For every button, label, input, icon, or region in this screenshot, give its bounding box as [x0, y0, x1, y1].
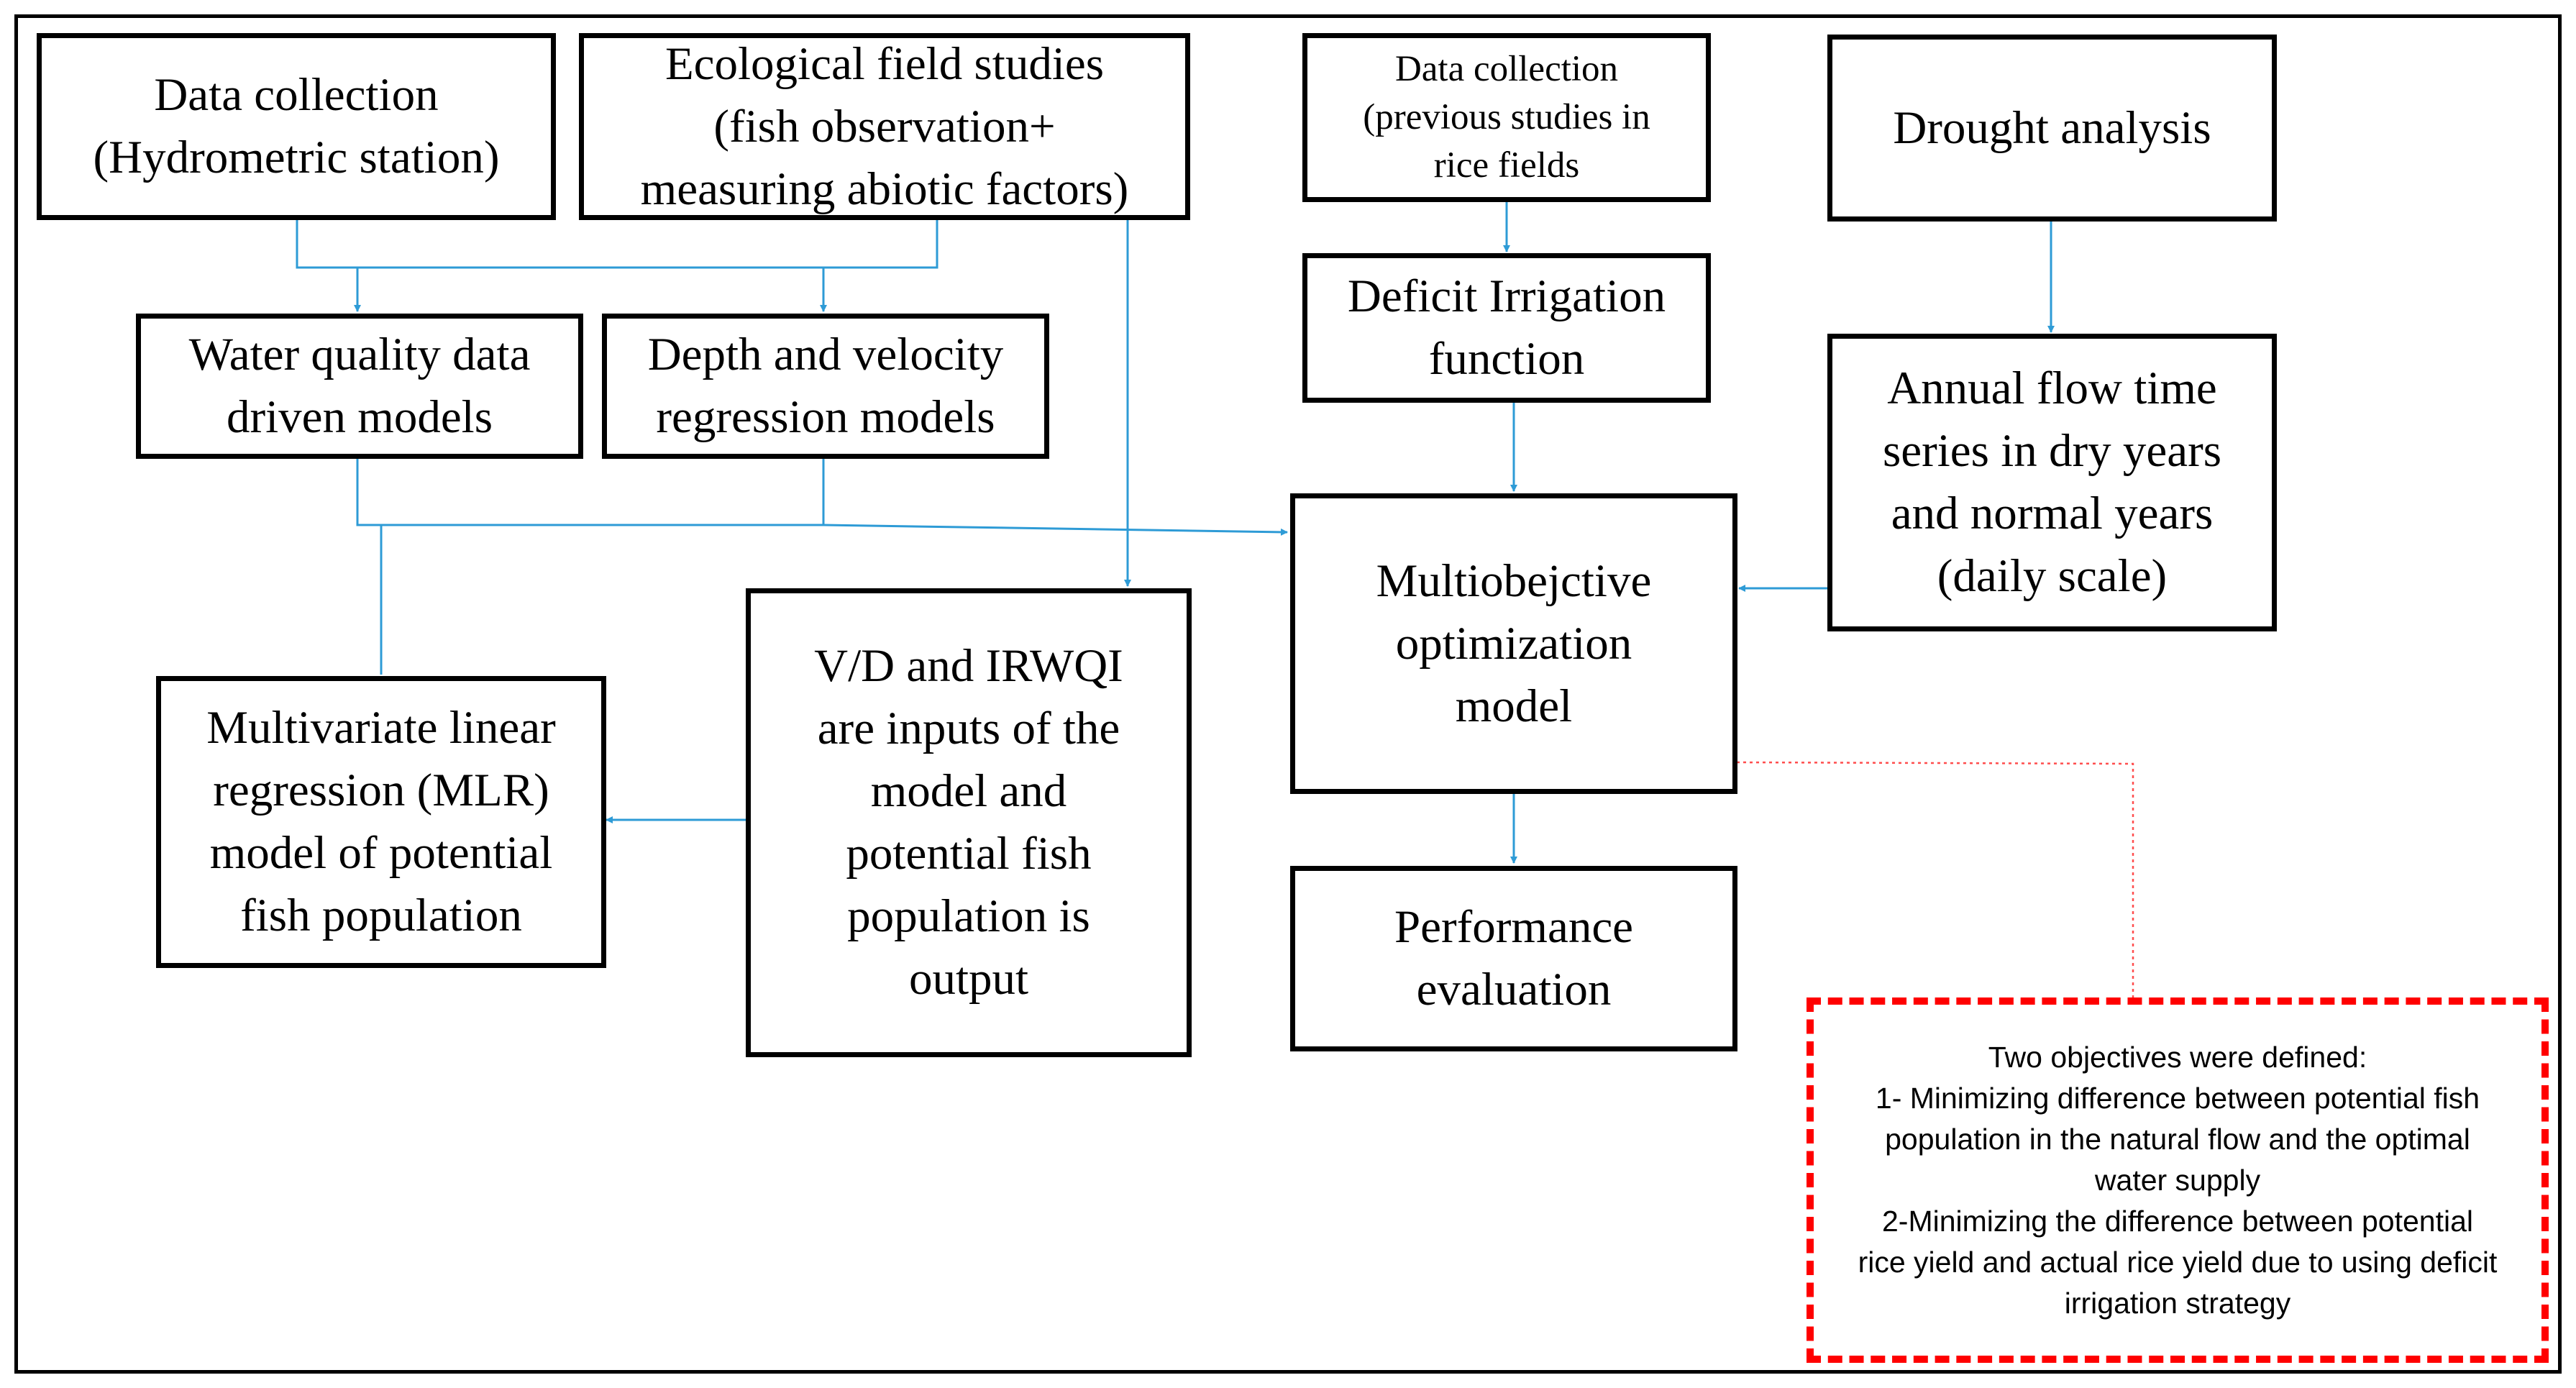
- connector-models-merge: [356, 458, 825, 526]
- box-water-quality-models: Water quality data driven models: [136, 314, 583, 459]
- box-data-collection-previous: Data collection (previous studies in ric…: [1302, 33, 1711, 202]
- box-multiobjective-model: Multiobejctive optimization model: [1290, 493, 1737, 794]
- objectives-note-text: Two objectives were defined: 1- Minimizi…: [1858, 1040, 2498, 1320]
- objectives-note: Two objectives were defined: 1- Minimizi…: [1807, 997, 2549, 1363]
- box-performance-evaluation-text: Performance evaluation: [1394, 901, 1634, 1015]
- box-ecological-field-studies: Ecological field studies (fish observati…: [579, 33, 1190, 220]
- box-deficit-irrigation-text: Deficit Irrigation function: [1347, 270, 1666, 385]
- box-annual-flow: Annual flow time series in dry years and…: [1827, 334, 2277, 631]
- box-data-collection-previous-text: Data collection (previous studies in ric…: [1363, 49, 1650, 186]
- box-vd-irwqi: V/D and IRWQI are inputs of the model an…: [746, 588, 1192, 1057]
- box-data-collection-hydrometric-text: Data collection (Hydrometric station): [93, 69, 500, 183]
- box-annual-flow-text: Annual flow time series in dry years and…: [1882, 362, 2222, 602]
- box-drought-analysis-text: Drought analysis: [1893, 101, 2211, 154]
- box-multiobjective-model-text: Multiobejctive optimization model: [1376, 554, 1652, 732]
- box-depth-velocity-models-text: Depth and velocity regression models: [647, 329, 1004, 443]
- box-vd-irwqi-text: V/D and IRWQI are inputs of the model an…: [814, 640, 1123, 1005]
- dotted-link-to-note: [1736, 761, 2134, 1000]
- connector-hydrometric-merge: [296, 217, 938, 269]
- box-mlr-model: Multivariate linear regression (MLR) mod…: [156, 676, 606, 968]
- box-deficit-irrigation: Deficit Irrigation function: [1302, 253, 1711, 403]
- box-data-collection-hydrometric: Data collection (Hydrometric station): [37, 33, 556, 220]
- box-ecological-field-studies-text: Ecological field studies (fish observati…: [640, 37, 1129, 215]
- box-performance-evaluation: Performance evaluation: [1290, 866, 1737, 1051]
- box-depth-velocity-models: Depth and velocity regression models: [602, 314, 1049, 459]
- box-drought-analysis: Drought analysis: [1827, 35, 2277, 222]
- box-mlr-model-text: Multivariate linear regression (MLR) mod…: [206, 702, 556, 941]
- outer-frame: [14, 14, 2562, 1374]
- box-water-quality-models-text: Water quality data driven models: [188, 329, 531, 443]
- arrow-models-to-multiobjective: [823, 524, 1288, 536]
